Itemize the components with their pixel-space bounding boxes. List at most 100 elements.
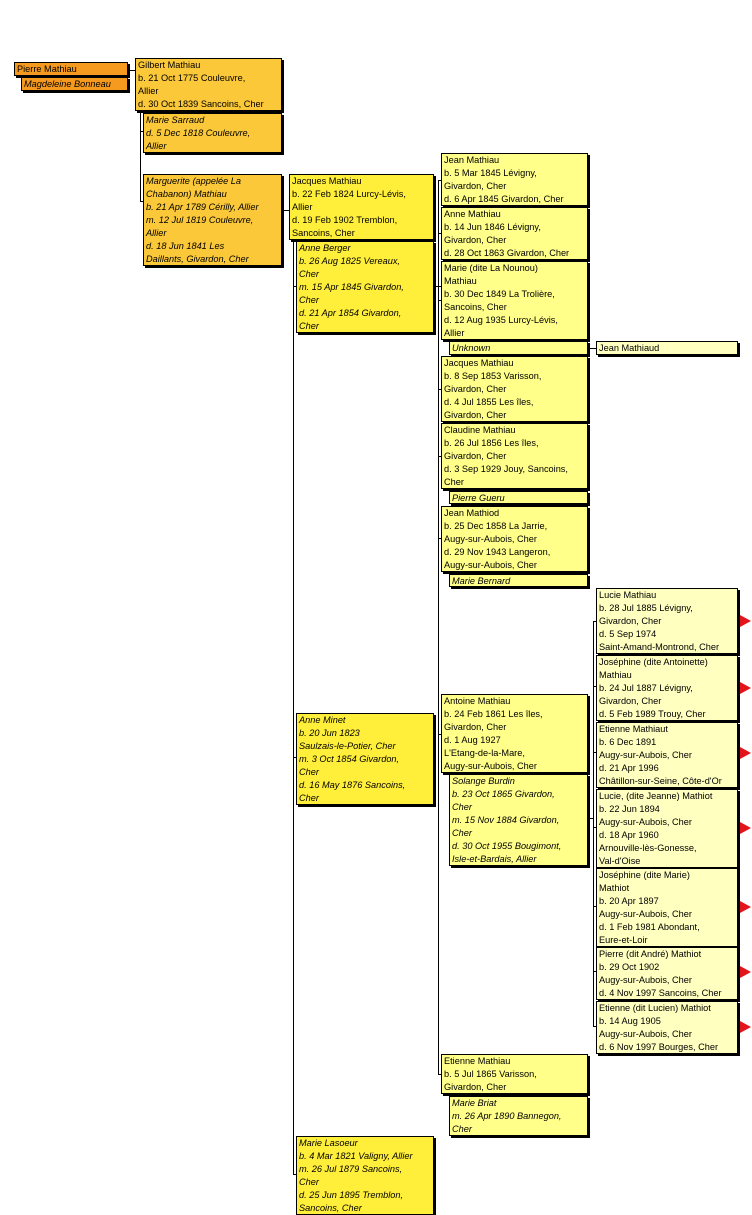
spouse-box-marie-bernard[interactable]: Marie Bernard	[449, 574, 588, 587]
expand-arrow-icon[interactable]	[740, 747, 751, 759]
person-name: Jacques Mathiau	[444, 358, 514, 368]
person-name: Pierre Gueru	[452, 493, 505, 503]
expand-arrow-icon[interactable]	[740, 822, 751, 834]
connector-line	[438, 734, 442, 735]
connector-line	[438, 538, 442, 539]
person-detail-line: b. 5 Jul 1865 Varisson,	[444, 1069, 537, 1079]
person-box-pierre-mathiau[interactable]: Pierre Mathiau	[14, 62, 128, 76]
person-detail-line: d. 6 Apr 1845 Givardon, Cher	[444, 194, 564, 204]
person-detail-line: Augy-sur-Aubois, Cher	[599, 817, 692, 827]
person-detail-line: b. 4 Mar 1821 Valigny, Allier	[299, 1151, 413, 1161]
connector-line	[593, 686, 597, 687]
person-name: Magdeleine Bonneau	[24, 79, 111, 89]
connector-line	[593, 827, 597, 828]
person-detail-line: Daillants, Givardon, Cher	[146, 254, 249, 264]
person-name: Anne Berger	[299, 243, 351, 253]
person-detail-line: b. 20 Apr 1897	[599, 896, 659, 906]
person-detail-line: b. 5 Mar 1845 Lévigny,	[444, 168, 537, 178]
expand-arrow-icon[interactable]	[740, 1021, 751, 1033]
person-name: Pierre (dit André) Mathiot	[599, 949, 702, 959]
person-detail-line: L'Etang-de-la-Mare,	[444, 748, 525, 758]
connector-line	[588, 348, 597, 349]
expand-arrow-icon[interactable]	[740, 682, 751, 694]
spouse-box-pierre-gueru[interactable]: Pierre Gueru	[449, 491, 588, 504]
person-detail-line: b. 14 Aug 1905	[599, 1016, 661, 1026]
person-name: Pierre Mathiau	[17, 64, 77, 74]
person-detail-line: Mathiau	[599, 670, 632, 680]
person-detail-line: b. 24 Jul 1887 Lévigny,	[599, 683, 693, 693]
person-detail-line: Givardon, Cher	[444, 410, 507, 420]
spouse-box-marguerite-mathiau[interactable]: Marguerite (appelée La Chabanon) Mathiau b…	[143, 174, 282, 266]
person-box-jean-mathiaud[interactable]: Jean Mathiaud	[596, 341, 738, 355]
person-detail-line: b. 21 Apr 1789 Cérilly, Allier	[146, 202, 259, 212]
connector-line	[593, 752, 597, 753]
person-name: Etienne Mathiaut	[599, 724, 668, 734]
connector-line	[128, 70, 137, 71]
person-detail-line: b. 6 Dec 1891	[599, 737, 657, 747]
person-box-josephine-marie[interactable]: Joséphine (dite Marie) Mathiot b. 20 Apr 1…	[596, 868, 738, 947]
person-detail-line: Chabanon) Mathiau	[146, 189, 227, 199]
person-detail-line: m. 15 Apr 1845 Givardon,	[299, 282, 404, 292]
connector-line	[438, 233, 442, 234]
person-detail-line: b. 28 Jul 1885 Lévigny,	[599, 603, 693, 613]
person-detail-line: Allier	[444, 328, 465, 338]
person-box-gilbert-mathiau[interactable]: Gilbert Mathiau b. 21 Oct 1775 Couleuvre,…	[135, 58, 282, 111]
person-name: Joséphine (dite Marie)	[599, 870, 690, 880]
person-detail-line: Augy-sur-Aubois, Cher	[444, 560, 537, 570]
connector-line	[434, 286, 441, 287]
person-box-pierre-andre[interactable]: Pierre (dit André) Mathiot b. 29 Oct 1902…	[596, 947, 738, 1000]
person-name: Lucie, (dite Jeanne) Mathiot	[599, 791, 713, 801]
connector-line	[293, 757, 297, 758]
person-detail-line: d. 30 Oct 1839 Sancoins, Cher	[138, 99, 264, 109]
person-detail-line: d. 18 Apr 1960	[599, 830, 659, 840]
person-detail-line: b. 21 Oct 1775 Couleuvre,	[138, 73, 246, 83]
person-detail-line: Val-d'Oise	[599, 856, 641, 866]
person-detail-line: Augy-sur-Aubois, Cher	[599, 975, 692, 985]
connector-line	[140, 111, 141, 202]
person-detail-line: Mathiot	[599, 883, 630, 893]
spouse-box-unknown[interactable]: Unknown	[449, 341, 588, 355]
person-detail-line: d. 3 Sep 1929 Jouy, Sancoins,	[444, 464, 568, 474]
expand-arrow-icon[interactable]	[740, 615, 751, 627]
person-detail-line: m. 26 Apr 1890 Bannegon,	[452, 1111, 562, 1121]
connector-line	[588, 818, 594, 819]
person-name: Marie Briat	[452, 1098, 497, 1108]
spouse-box-magdeleine-bonneau[interactable]: Magdeleine Bonneau	[21, 77, 128, 91]
person-detail-line: Saint-Amand-Montrond, Cher	[599, 642, 720, 652]
person-name: Gilbert Mathiau	[138, 60, 201, 70]
person-detail-line: d. 5 Feb 1989 Trouy, Cher	[599, 709, 706, 719]
person-detail-line: Augy-sur-Aubois, Cher	[599, 909, 692, 919]
connector-line	[593, 1026, 597, 1027]
expand-arrow-icon[interactable]	[740, 966, 751, 978]
person-detail-line: b. 20 Jun 1823	[299, 728, 360, 738]
person-detail-line: Givardon, Cher	[599, 696, 662, 706]
person-name: Marguerite (appelée La	[146, 176, 241, 186]
person-detail-line: b. 22 Feb 1824 Lurcy-Lévis,	[292, 189, 406, 199]
expand-arrow-icon[interactable]	[740, 901, 751, 913]
person-detail-line: d. 25 Jun 1895 Tremblon,	[299, 1190, 404, 1200]
person-detail-line: Cher	[299, 767, 319, 777]
person-detail-line: b. 25 Dec 1858 La Jarrie,	[444, 521, 548, 531]
person-detail-line: Givardon, Cher	[599, 616, 662, 626]
person-detail-line: b. 29 Oct 1902	[599, 962, 660, 972]
